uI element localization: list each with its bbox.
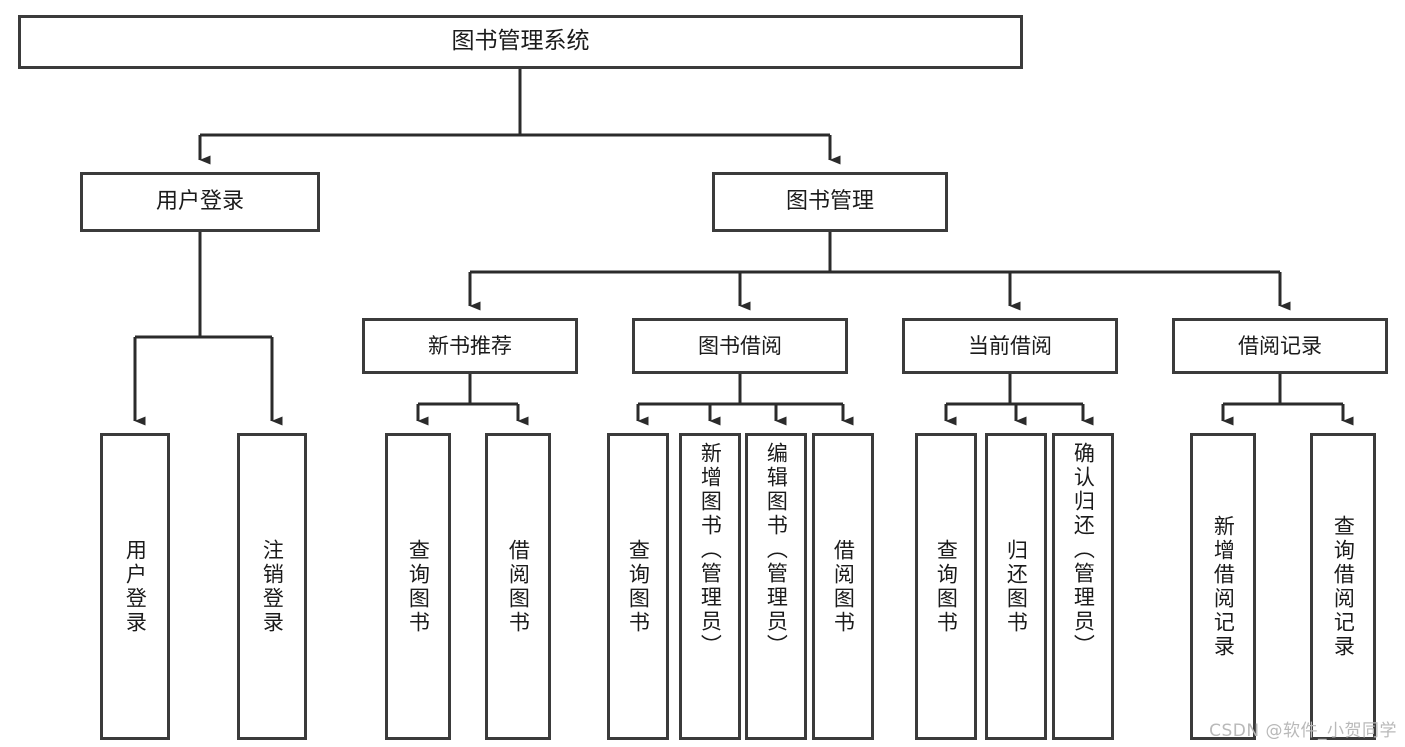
node-new-book-recommend[interactable]: 新书推荐 — [362, 318, 578, 374]
node-label: 借阅图书 — [506, 538, 531, 635]
node-leaf-add-book[interactable]: 新增图书（管理员） — [679, 433, 741, 740]
node-user-login[interactable]: 用户登录 — [80, 172, 320, 232]
node-current-borrow[interactable]: 当前借阅 — [902, 318, 1118, 374]
node-label: 图书管理 — [785, 189, 874, 215]
node-leaf-query-book-current[interactable]: 查询图书 — [915, 433, 977, 740]
node-borrow-record[interactable]: 借阅记录 — [1172, 318, 1388, 374]
node-leaf-add-borrow-record[interactable]: 新增借阅记录 — [1190, 433, 1256, 740]
node-label: 借阅图书 — [831, 538, 856, 635]
node-leaf-return-book[interactable]: 归还图书 — [985, 433, 1047, 740]
node-leaf-confirm-return[interactable]: 确认归还（管理员） — [1052, 433, 1114, 740]
node-leaf-user-logout[interactable]: 注销登录 — [237, 433, 307, 740]
node-label: 用户登录 — [155, 189, 244, 215]
node-book-manage[interactable]: 图书管理 — [712, 172, 948, 232]
node-label: 新书推荐 — [428, 333, 512, 358]
node-leaf-query-book-borrow[interactable]: 查询图书 — [607, 433, 669, 740]
node-label: 图书管理系统 — [451, 28, 590, 55]
node-leaf-borrow-book[interactable]: 借阅图书 — [812, 433, 874, 740]
node-label: 查询图书 — [626, 538, 651, 635]
node-label: 归还图书 — [1004, 538, 1029, 635]
node-label: 查询图书 — [406, 538, 431, 635]
node-book-borrow[interactable]: 图书借阅 — [632, 318, 848, 374]
node-label: 注销登录 — [260, 538, 285, 635]
watermark-text: CSDN @软件_小贺同学 — [1209, 721, 1397, 741]
node-leaf-edit-book[interactable]: 编辑图书（管理员） — [745, 433, 807, 740]
node-leaf-user-login[interactable]: 用户登录 — [100, 433, 170, 740]
node-label: 确认归还（管理员） — [1071, 442, 1096, 658]
node-label: 查询借阅记录 — [1331, 514, 1356, 659]
node-label: 当前借阅 — [968, 333, 1052, 358]
node-leaf-query-book-recommend[interactable]: 查询图书 — [385, 433, 451, 740]
node-root-system[interactable]: 图书管理系统 — [18, 15, 1023, 69]
node-leaf-borrow-book-recommend[interactable]: 借阅图书 — [485, 433, 551, 740]
node-leaf-query-borrow-record[interactable]: 查询借阅记录 — [1310, 433, 1376, 740]
node-label: 图书借阅 — [698, 333, 782, 358]
node-label: 用户登录 — [123, 538, 148, 635]
node-label: 查询图书 — [934, 538, 959, 635]
node-label: 编辑图书（管理员） — [764, 442, 789, 658]
node-label: 新增图书（管理员） — [698, 442, 723, 658]
node-label: 新增借阅记录 — [1211, 514, 1236, 659]
node-label: 借阅记录 — [1238, 333, 1322, 358]
